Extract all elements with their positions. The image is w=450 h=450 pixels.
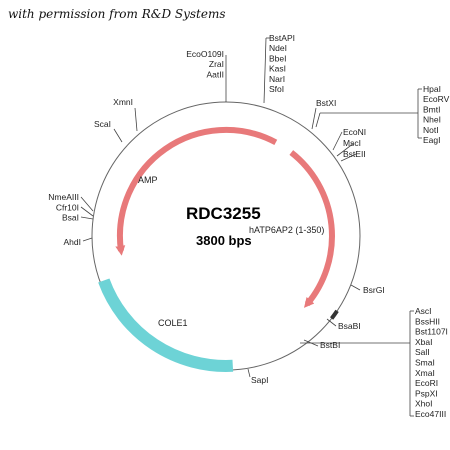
site-label: XbaI (415, 337, 433, 347)
site-label: BmtI (423, 104, 440, 114)
plasmid-size: 3800 bps (196, 233, 252, 248)
cole1-block (98, 278, 234, 372)
site-label: XmaI (415, 368, 435, 378)
site-label: PspXI (415, 388, 438, 398)
site-tick-bsteii (340, 153, 357, 162)
site-tick-nmeaiii (80, 196, 94, 212)
site-label: Bst1107I (415, 327, 448, 337)
site-label: KasI (269, 64, 286, 74)
site-tick-ahdi (82, 237, 93, 242)
site-label: SfoI (269, 84, 284, 94)
site-label: SapI (251, 375, 269, 385)
mcs-marker (330, 309, 339, 320)
site-label: XhoI (415, 399, 433, 409)
site-label: BsrGI (363, 285, 385, 295)
site-label: BstBI (320, 340, 340, 350)
site-label: XmnI (113, 97, 133, 107)
site-label: AscI (415, 306, 432, 316)
site-tick-bsrgi (350, 284, 361, 291)
site-label: EcoNI (343, 127, 366, 137)
site-tick-bsai (80, 216, 94, 220)
site-label: HpaI (423, 84, 441, 94)
site-label: NmeAIII (48, 192, 79, 202)
site-label: SalI (415, 347, 430, 357)
site-tick-msci (336, 142, 355, 157)
site-label: NotI (423, 125, 439, 135)
site-label: BbeI (269, 53, 287, 63)
permission-caption: with permission from R&D Systems (8, 7, 226, 21)
site-label: ScaI (94, 119, 111, 129)
site-label: SmaI (415, 358, 435, 368)
site-label: BsaBI (338, 321, 361, 331)
site-label: AhdI (64, 237, 82, 247)
site-label: Cfr10I (56, 202, 79, 212)
site-label: BstAPI (269, 33, 295, 43)
site-label: ZraI (209, 59, 224, 69)
site-label: MscI (343, 138, 361, 148)
site-label: EcoO109I (186, 49, 224, 59)
site-label: NdeI (269, 43, 287, 53)
site-label: EcoRI (415, 378, 438, 388)
site-tick-bstxi (311, 107, 317, 130)
site-label: AatII (207, 69, 224, 79)
site-tick-mcs-top-a (315, 112, 321, 128)
insert-label: hATP6AP2 (1-350) (249, 225, 324, 235)
site-label: BstEII (343, 149, 366, 159)
amp-label: AMP (138, 175, 158, 185)
site-tick-cfr10i (80, 206, 94, 217)
site-tick-xmni (134, 107, 138, 132)
site-tick-scai (113, 128, 123, 143)
site-label: BstXI (316, 98, 336, 108)
site-label: BsaI (62, 213, 79, 223)
cole1-label: COLE1 (158, 318, 188, 328)
site-tick-bsabi (326, 318, 337, 327)
site-label: NarI (269, 74, 285, 84)
hatp6ap2-arrow (289, 150, 335, 308)
site-tick-econi (332, 131, 343, 151)
amp-arrow (115, 126, 278, 256)
site-tick-top-center (263, 37, 267, 104)
plasmid-name: RDC3255 (186, 204, 261, 223)
site-tick-sapi (247, 368, 251, 378)
site-label: BssHII (415, 316, 440, 326)
site-label: EagI (423, 135, 441, 145)
site-label: EcoRV (423, 94, 450, 104)
site-label: NheI (423, 115, 441, 125)
site-label: Eco47III (415, 409, 446, 419)
